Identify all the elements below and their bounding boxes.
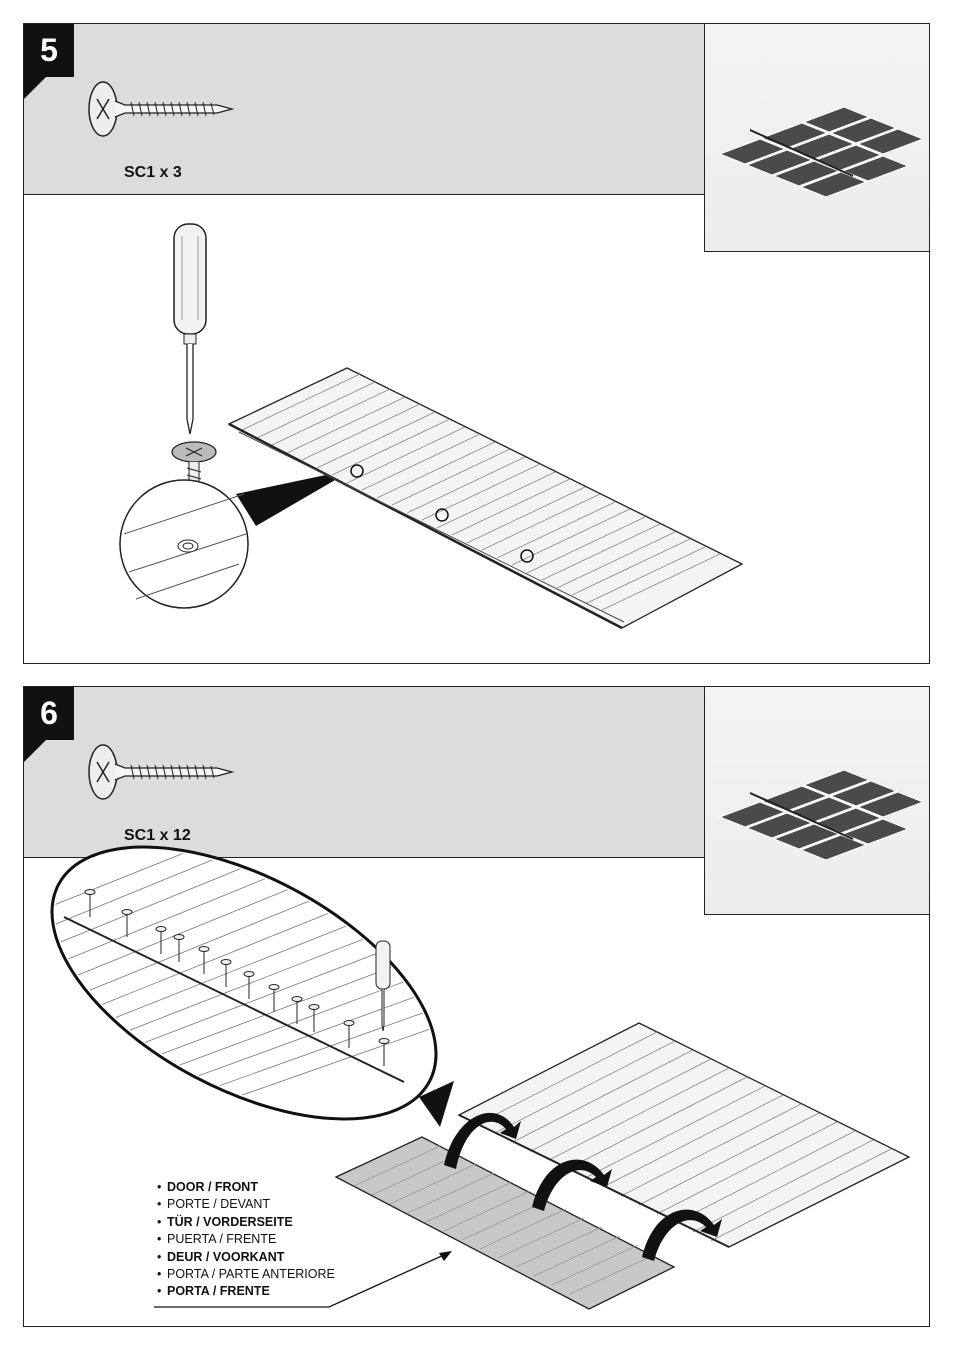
label-pt: PORTA / FRENTE bbox=[157, 1283, 335, 1300]
floor-thumbnail bbox=[704, 687, 929, 915]
step-5-panel: 5 SC1 x 3 bbox=[23, 23, 930, 664]
zoom-circle-icon bbox=[119, 469, 354, 609]
screw-icon bbox=[88, 744, 235, 800]
label-en: DOOR / FRONT bbox=[157, 1179, 335, 1196]
floor-thumbnail bbox=[704, 24, 929, 252]
label-nl: DEUR / VOORKANT bbox=[157, 1249, 335, 1266]
door-front-label-list: DOOR / FRONT PORTE / DEVANT TÜR / VORDER… bbox=[157, 1179, 335, 1301]
floor-panel bbox=[227, 367, 744, 630]
step-5-illustration bbox=[119, 223, 744, 630]
screw-quantity: SC1 x 12 bbox=[124, 827, 191, 844]
floor-thumbnail-icon bbox=[718, 769, 925, 861]
step-6-illustration bbox=[24, 836, 911, 1310]
label-es: PUERTA / FRENTE bbox=[157, 1231, 335, 1248]
step-6-header: 6 SC1 x 12 bbox=[24, 687, 704, 858]
arrow-icon bbox=[444, 1112, 722, 1261]
screwdriver-icon bbox=[375, 940, 391, 1032]
label-fr: PORTE / DEVANT bbox=[157, 1196, 335, 1213]
door-panel bbox=[334, 1136, 676, 1310]
zoom-circle-icon bbox=[24, 836, 476, 1127]
screwdriver-icon bbox=[173, 223, 207, 435]
step-5-header: 5 SC1 x 3 bbox=[24, 24, 704, 195]
screw-icon bbox=[88, 81, 235, 137]
label-de: TÜR / VORDERSEITE bbox=[157, 1214, 335, 1231]
floor-thumbnail-icon bbox=[718, 106, 925, 198]
screw-quantity: SC1 x 3 bbox=[124, 164, 182, 181]
floor-assembly bbox=[457, 1022, 911, 1248]
label-it: PORTA / PARTE ANTERIORE bbox=[157, 1266, 335, 1283]
step-6-panel: 6 SC1 x 12 bbox=[23, 686, 930, 1327]
step-number: 6 bbox=[24, 687, 74, 762]
step-number: 5 bbox=[24, 24, 74, 99]
